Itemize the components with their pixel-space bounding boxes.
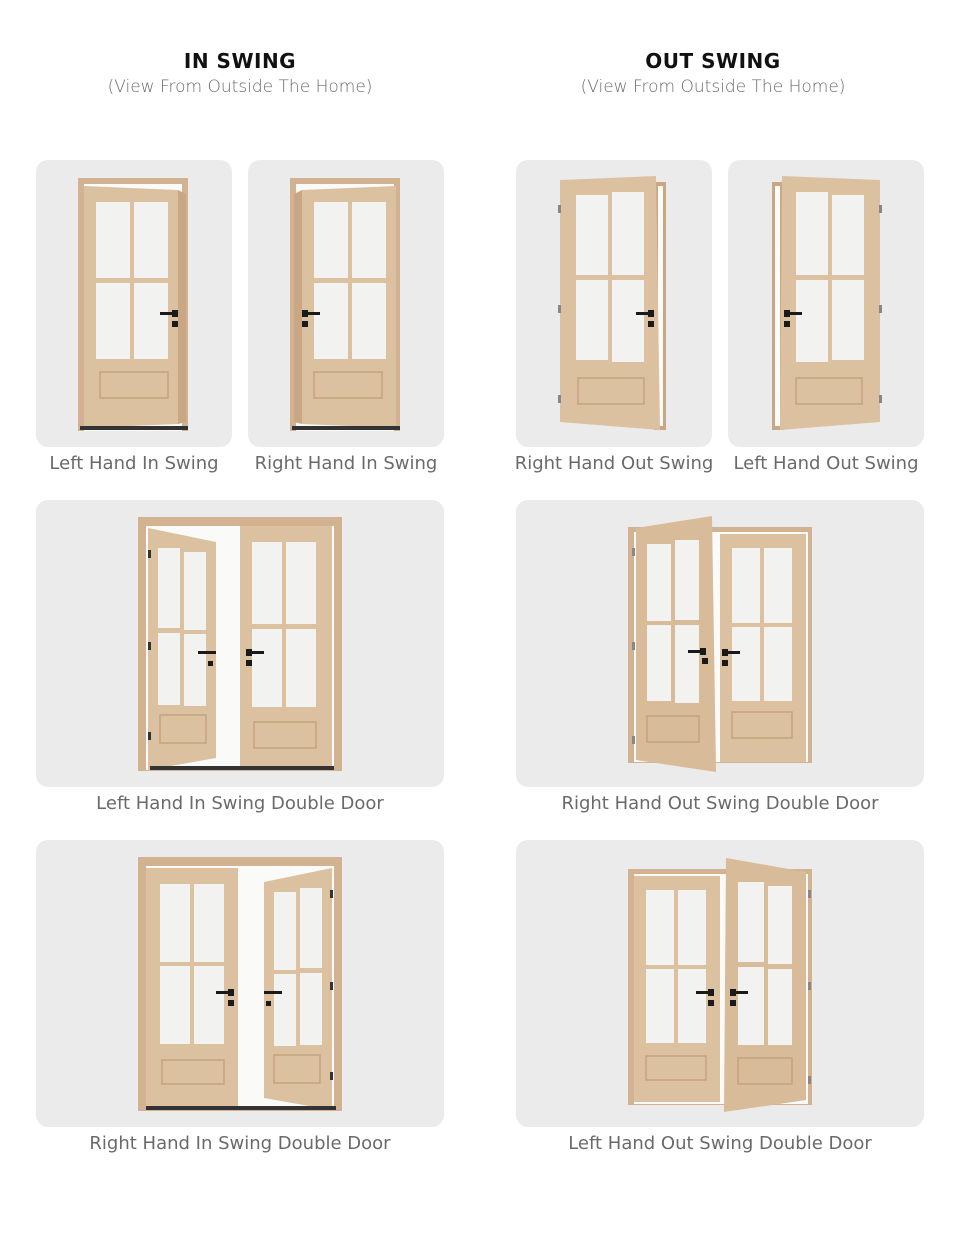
- left-hand-out-swing-card[interactable]: [728, 160, 924, 447]
- left-hand-in-swing-double-card[interactable]: [36, 500, 444, 787]
- right-hand-in-swing-double-label: Right Hand In Swing Double Door: [89, 1133, 391, 1154]
- left-hand-in-swing-double-label: Left Hand In Swing Double Door: [96, 793, 384, 814]
- left-hand-out-swing-double-label: Left Hand Out Swing Double Door: [568, 1133, 872, 1154]
- double-door-illustration-icon: [628, 858, 812, 1112]
- right-hand-in-swing-card[interactable]: [248, 160, 444, 447]
- right-hand-out-swing-label: Right Hand Out Swing: [514, 453, 714, 474]
- in-swing-title: IN SWING: [183, 49, 297, 73]
- double-door-illustration-icon: [138, 857, 342, 1111]
- in-swing-header: IN SWING (View From Outside The Home): [40, 48, 440, 100]
- door-illustration-icon: [78, 178, 188, 431]
- right-hand-in-swing-double-card[interactable]: [36, 840, 444, 1127]
- right-hand-out-swing-double-label: Right Hand Out Swing Double Door: [561, 793, 879, 814]
- out-swing-title: OUT SWING: [645, 49, 781, 73]
- right-hand-in-swing-label: Right Hand In Swing: [254, 453, 438, 474]
- door-illustration-icon: [558, 176, 666, 430]
- double-door-illustration-icon: [138, 517, 342, 771]
- door-illustration-icon: [772, 176, 882, 430]
- right-hand-out-swing-double-card[interactable]: [516, 500, 924, 787]
- door-illustration-icon: [290, 178, 400, 431]
- left-hand-in-swing-card[interactable]: [36, 160, 232, 447]
- left-hand-out-swing-double-card[interactable]: [516, 840, 924, 1127]
- right-hand-out-swing-card[interactable]: [516, 160, 712, 447]
- in-swing-subtitle: (View From Outside The Home): [107, 77, 373, 97]
- left-hand-out-swing-label: Left Hand Out Swing: [733, 453, 919, 474]
- out-swing-header: OUT SWING (View From Outside The Home): [513, 48, 913, 100]
- left-hand-in-swing-label: Left Hand In Swing: [49, 453, 219, 474]
- out-swing-subtitle: (View From Outside The Home): [580, 77, 846, 97]
- double-door-illustration-icon: [628, 516, 812, 772]
